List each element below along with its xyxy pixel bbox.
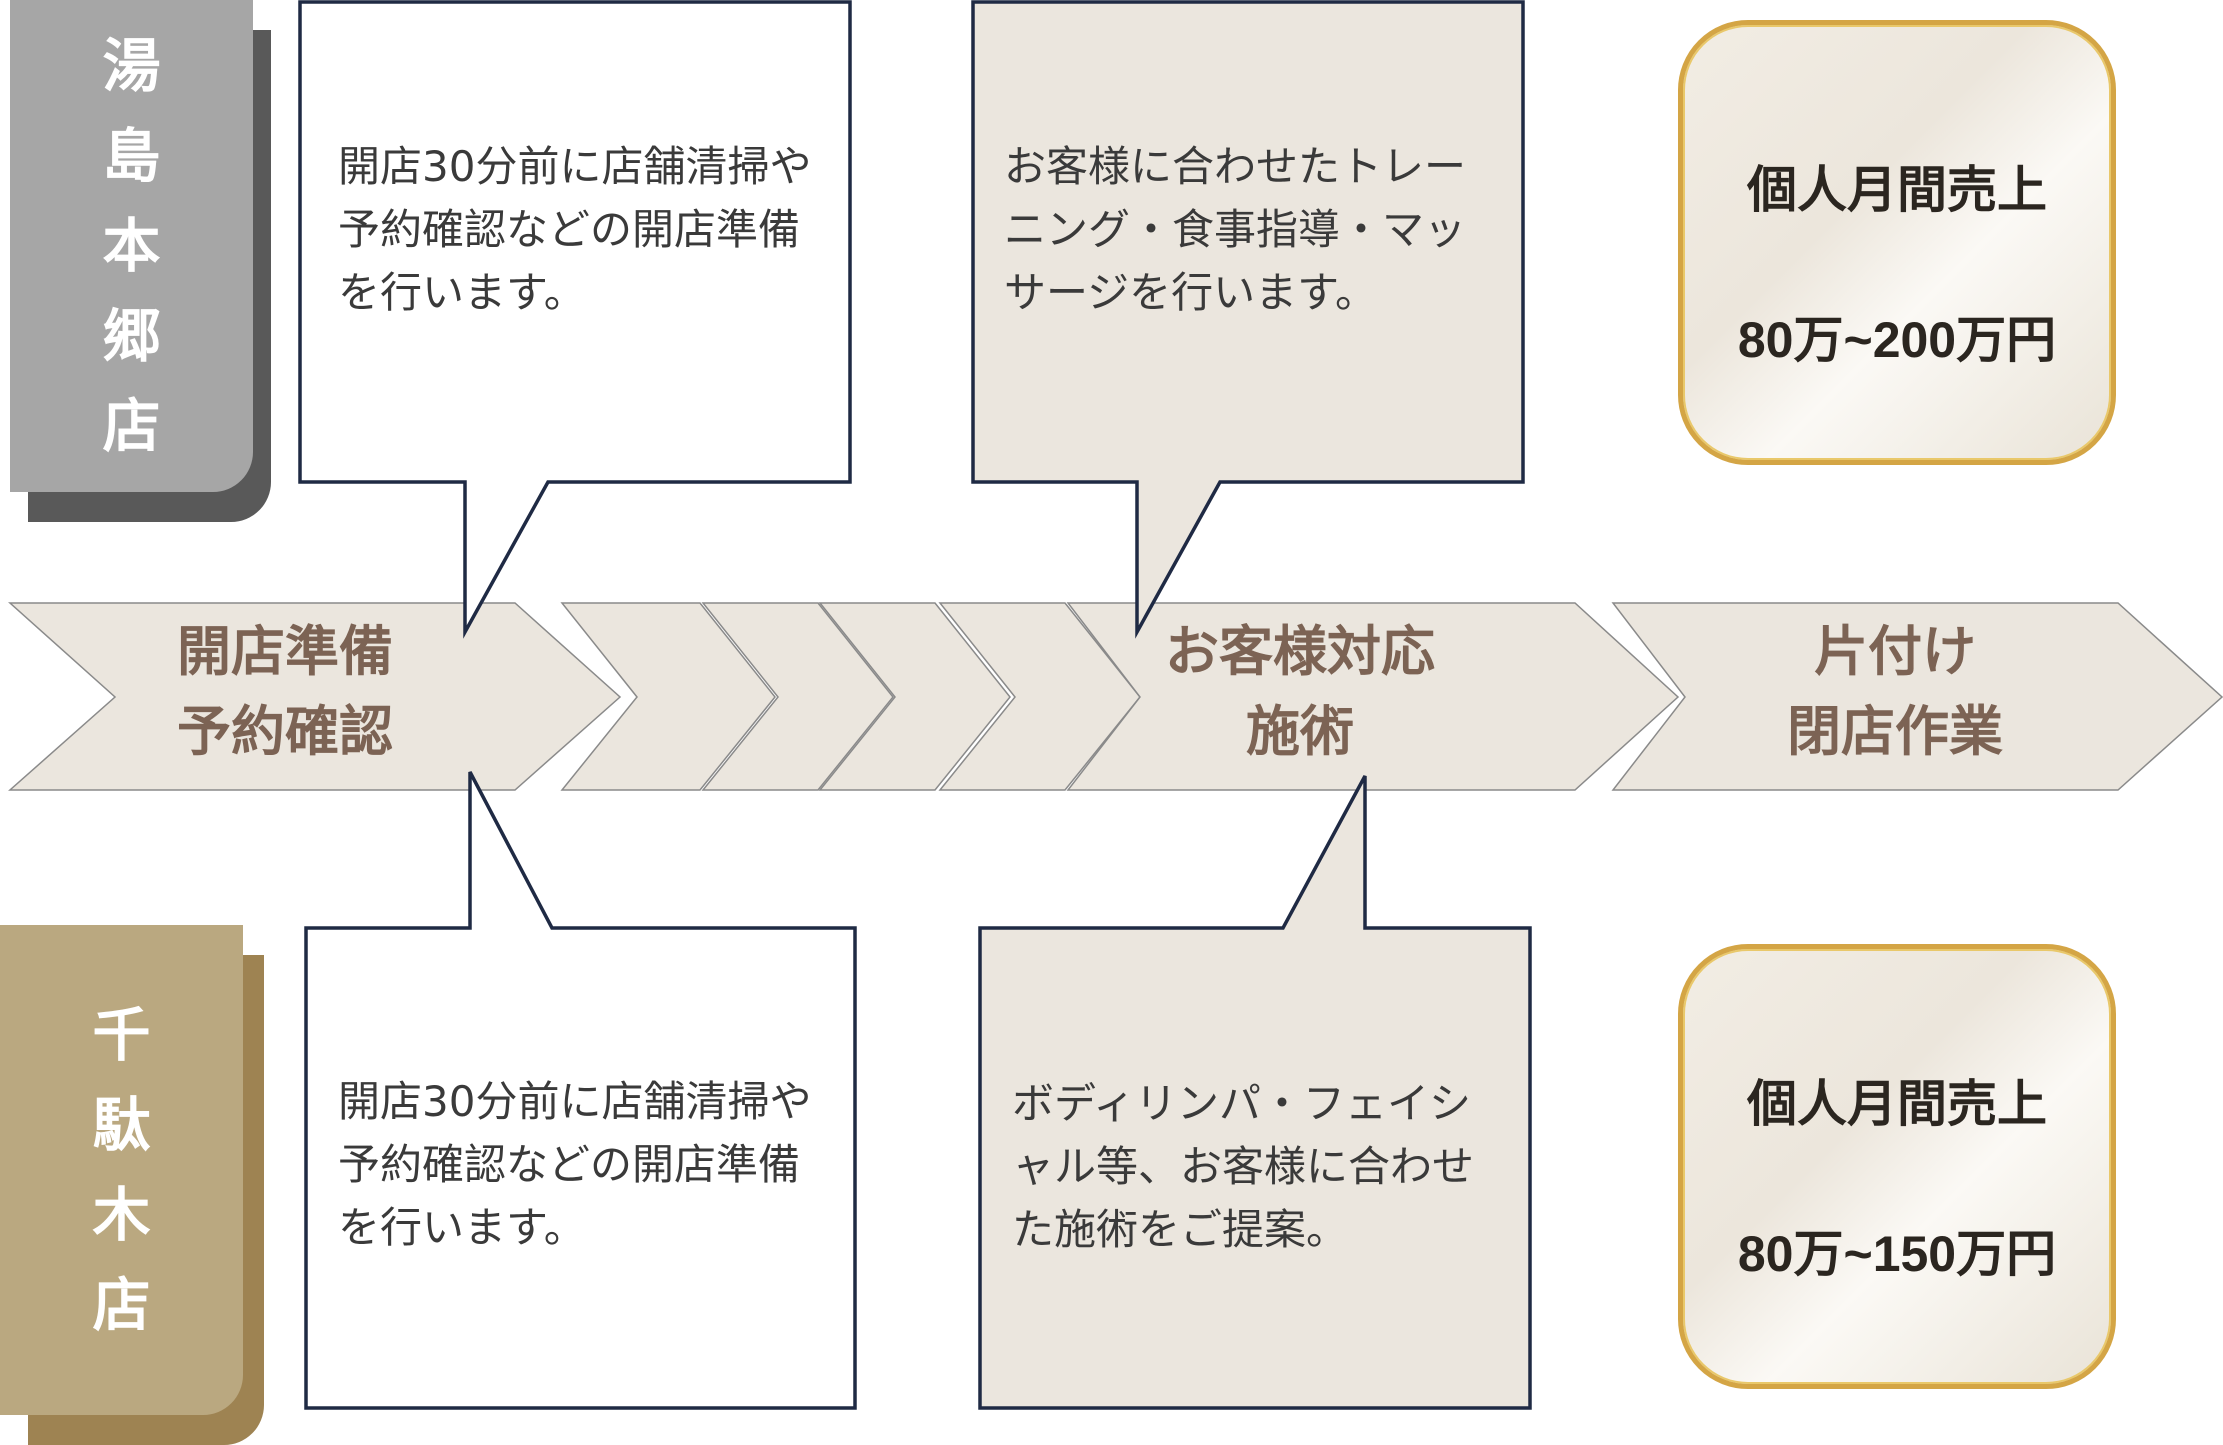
arrow-mid-3 [818,602,1011,791]
step-open-line2: 予約確認 [177,700,393,763]
sales-title-yushima: 個人月間売上 [1747,162,2047,218]
arrow-chevrons [8,602,2223,791]
step-label-open: 開店準備 予約確認 [120,612,450,772]
step-close-line2: 閉店作業 [1787,700,2003,763]
callout-text-yushima-service: お客様に合わせたトレーニング・食事指導・マッサージを行います。 [1004,142,1467,317]
store-tab-sendagi: 千駄木店 [0,925,243,1415]
sales-box-sendagi: 個人月間売上 80万~150万円 [1678,944,2116,1389]
callout-text-sendagi-service: ボディリンパ・フェイシャル等、お客様に合わせた施術をご提案。 [1012,1079,1475,1254]
arrow-mid-2 [701,602,894,791]
step-label-service: お客様対応 施術 [1130,612,1470,772]
callout-text-sendagi-open: 開店30分前に店舗清掃や予約確認などの開店準備を行います。 [338,1077,812,1252]
step-service-line2: 施術 [1246,700,1354,763]
arrow-mid-1 [560,602,776,791]
arrow-open [8,602,622,791]
sales-title-sendagi: 個人月間売上 [1747,1076,2047,1132]
store-name-sendagi: 千駄木店 [92,1001,151,1339]
arrow-close [1611,602,2223,791]
store-name-yushima: 湯島本郷店 [102,32,161,460]
step-service-line1: お客様対応 [1165,620,1435,683]
step-close-line1: 片付け [1814,620,1976,683]
arrow-mid-4 [938,602,1141,791]
sales-box-yushima: 個人月間売上 80万~200万円 [1678,20,2116,465]
sales-value-sendagi: 80万~150万円 [1737,1226,2057,1282]
callout-sendagi-open [304,771,857,1410]
callout-yushima-service [971,0,1525,639]
store-tab-yushima: 湯島本郷店 [10,0,253,492]
step-open-line1: 開店準備 [177,620,393,683]
arrow-service [1066,602,1680,791]
callout-yushima-open [298,0,852,639]
callout-sendagi-service [978,775,1532,1410]
step-label-close: 片付け 閉店作業 [1735,612,2055,772]
sales-value-yushima: 80万~200万円 [1737,312,2057,368]
callout-text-yushima-open: 開店30分前に店舗清掃や予約確認などの開店準備を行います。 [338,142,812,317]
